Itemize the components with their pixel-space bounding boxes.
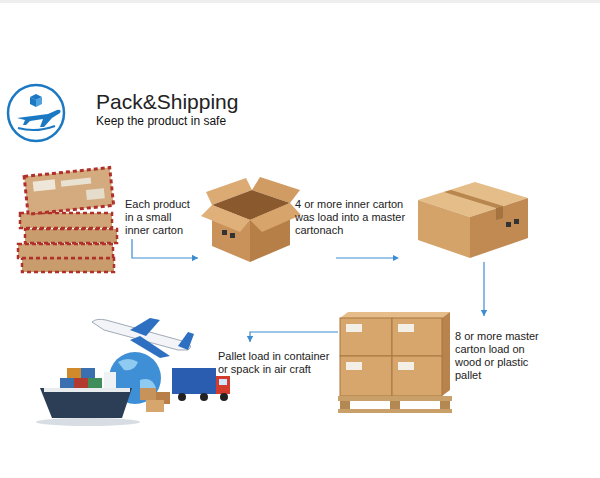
pallet-load [338,312,452,413]
step-caption: 4 or more inner carton was load into a m… [295,198,417,237]
step-caption: Pallet load in container or spack in air… [218,350,336,376]
inner-carton-stack [18,168,117,272]
arrow-line [483,262,484,316]
process-step: 4 or more inner carton was load into a m… [198,172,545,262]
process-step: 8 or more master carton load on wood or … [338,316,549,420]
arrow-line [250,332,338,342]
subtitle: Keep the product in safe [96,114,226,128]
process-step: Pallet load in container or spack in air… [38,342,338,426]
transport-illustration [36,318,230,426]
open-carton [201,177,301,262]
flow-arrow [247,332,338,342]
process-step: Each product in a small inner carton [123,196,199,239]
flow-arrow [481,262,487,316]
flow-arrow [336,255,399,261]
arrow-head [192,255,198,261]
master-carton [418,182,528,258]
flow-arrow [132,239,198,261]
arrow-head [481,310,487,316]
shipping-icon [8,85,64,141]
arrow-head [247,336,253,342]
step-caption: 8 or more master carton load on wood or … [455,330,547,382]
diagram-title: Pack&Shipping [96,90,238,114]
step-caption: Each product in a small inner carton [125,198,197,237]
arrow-line [132,239,198,258]
